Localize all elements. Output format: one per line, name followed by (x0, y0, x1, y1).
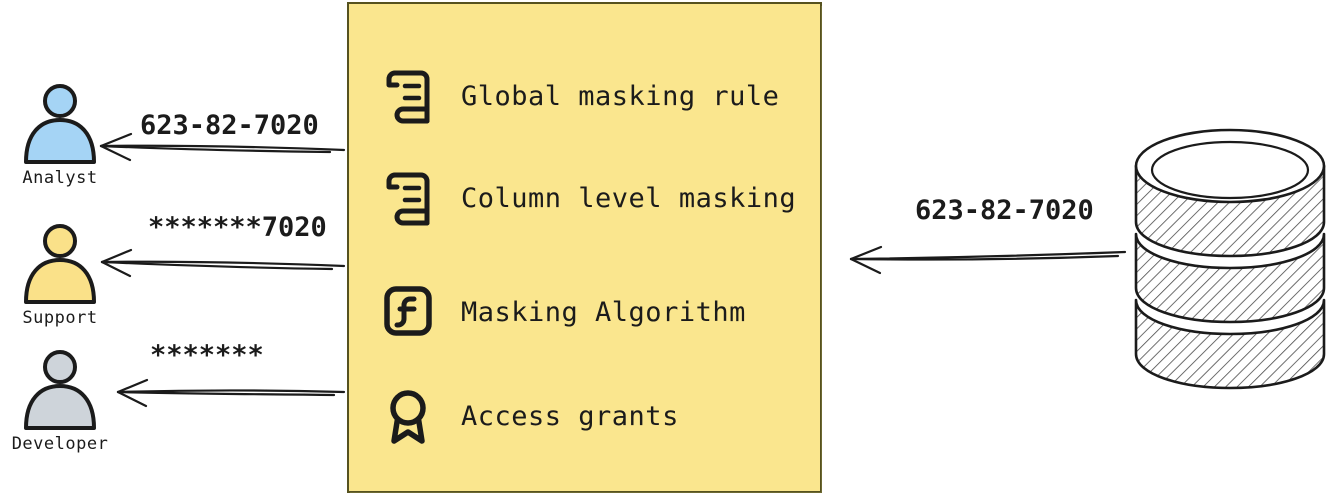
actor-developer[interactable]: Developer (0, 348, 120, 454)
panel-item-access-grants[interactable]: Access grants (381, 380, 679, 452)
scroll-icon (386, 172, 430, 226)
flow-label-developer: ******* (150, 340, 264, 371)
flow-label-analyst: 623-82-7020 (140, 110, 319, 141)
flow-label-support: *******7020 (148, 212, 327, 243)
actor-analyst[interactable]: Analyst (0, 82, 120, 188)
person-icon (24, 350, 96, 430)
scroll-icon (386, 70, 430, 124)
actor-label: Analyst (22, 168, 98, 188)
panel-item-label: Masking Algorithm (461, 296, 746, 328)
function-icon (384, 286, 432, 336)
arrow-panel-to-support (100, 248, 346, 278)
panel-item-label: Column level masking (461, 182, 797, 214)
flow-label-database: 623-82-7020 (915, 195, 1094, 226)
actor-label: Support (22, 308, 98, 328)
actor-label: Developer (11, 434, 109, 454)
person-icon (24, 224, 96, 304)
panel-item-column-level-masking[interactable]: Column level masking (381, 162, 796, 234)
award-icon (390, 390, 426, 444)
panel-item-label: Global masking rule (461, 80, 780, 112)
arrow-database-to-panel (849, 245, 1127, 275)
panel-item-masking-algorithm[interactable]: Masking Algorithm (381, 276, 746, 348)
masking-policy-panel: Global masking rule Column level masking… (347, 2, 822, 493)
panel-item-label: Access grants (461, 400, 679, 432)
panel-item-global-masking-rule[interactable]: Global masking rule (381, 60, 779, 132)
person-icon (24, 84, 96, 164)
arrow-panel-to-developer (116, 378, 346, 408)
actor-support[interactable]: Support (0, 222, 120, 328)
database-cylinder-icon (1134, 128, 1326, 390)
